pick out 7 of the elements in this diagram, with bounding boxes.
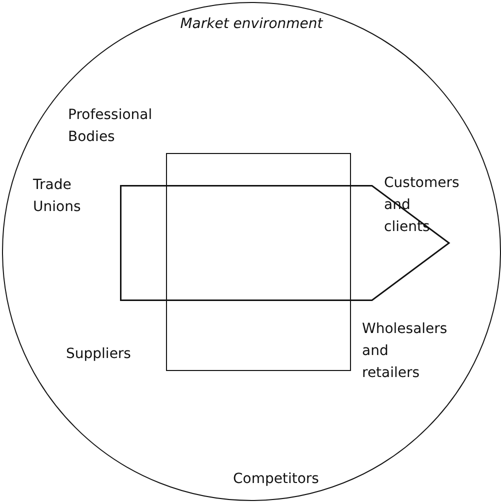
stakeholder-label: Wholesalers and retailers (362, 320, 448, 383)
stakeholder-label: Professional Bodies (68, 106, 152, 147)
circle-title: Market environment (180, 16, 323, 32)
rectangle (166, 153, 351, 371)
stakeholder-label: Suppliers (66, 345, 131, 364)
stakeholder-label: Competitors (233, 470, 319, 489)
stakeholder-label: Trade Unions (33, 176, 81, 217)
